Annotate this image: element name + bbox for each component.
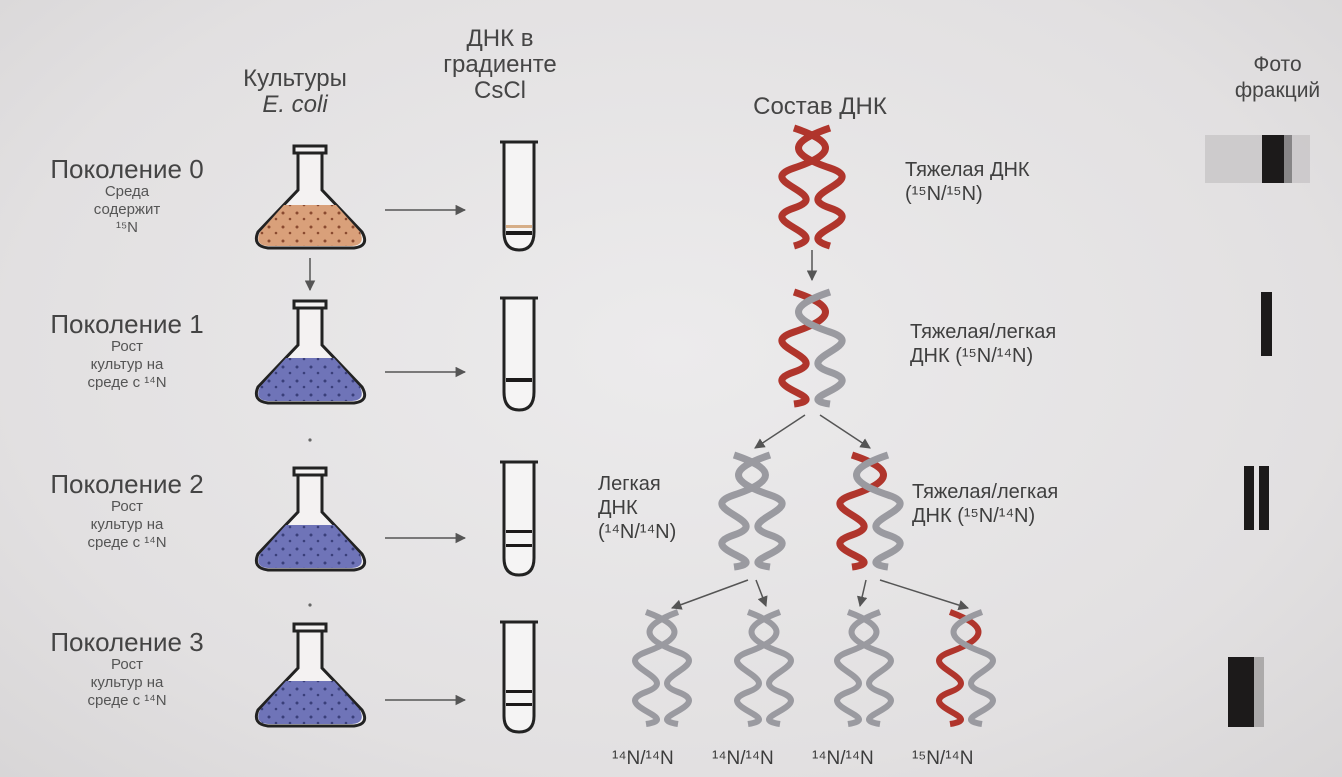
arrow-gen2-gen3-a <box>672 580 748 608</box>
tube-band-light <box>506 690 532 693</box>
arrow-dna-gen1-light <box>755 415 805 448</box>
flask-gen2 <box>256 468 364 570</box>
tube-gen2 <box>500 462 538 575</box>
photo-fraction-gen2 <box>1244 466 1269 530</box>
dna-helix-hybrid-gen3 <box>939 612 993 724</box>
photo-fraction-gen0 <box>1205 135 1310 183</box>
tube-gen1 <box>500 298 538 410</box>
arrow-gen2-gen3-d <box>880 580 968 608</box>
dna-helix-light-gen3-2 <box>737 612 791 724</box>
dna-helix-hybrid-gen1 <box>782 292 842 404</box>
tube-band-hybrid <box>506 703 532 706</box>
dna-helix-light-gen3-1 <box>635 612 689 724</box>
tube-band-hybrid <box>506 544 532 547</box>
dna-helix-light-gen2 <box>722 455 782 567</box>
arrow-gen2-gen3-b <box>756 580 766 606</box>
dna-helix-light-gen3-3 <box>837 612 891 724</box>
tube-gen0 <box>500 142 538 250</box>
tube-band-heavy <box>506 231 532 235</box>
flask-gen3 <box>256 624 364 726</box>
tube-band-light <box>506 530 532 533</box>
flask-gen0 <box>256 146 364 248</box>
tube-band-hybrid <box>506 378 532 382</box>
dna-helix-heavy-gen0 <box>782 128 842 246</box>
photo-fraction-gen3 <box>1228 657 1264 727</box>
arrow-gen2-gen3-c <box>860 580 866 606</box>
arrow-dna-gen1-hybrid <box>820 415 870 448</box>
dna-helix-hybrid-gen2 <box>840 455 900 567</box>
photo-fraction-gen1 <box>1261 292 1272 356</box>
tube-gen3 <box>500 622 538 732</box>
flask-gen1 <box>256 301 364 403</box>
